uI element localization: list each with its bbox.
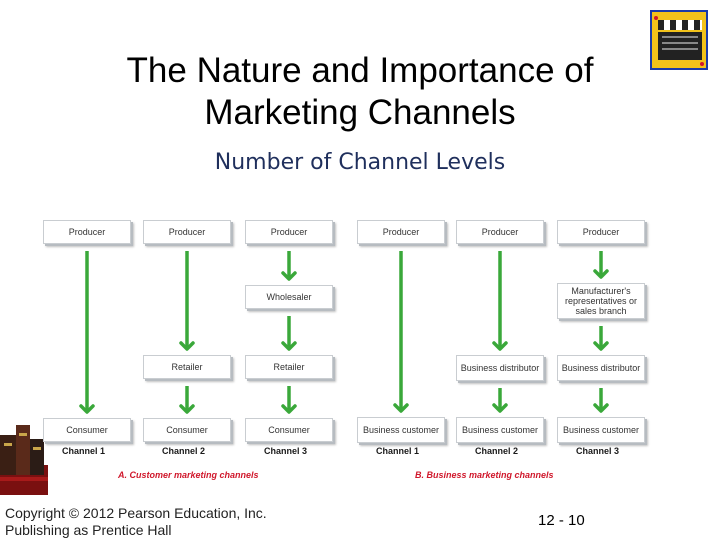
- channel-arrow-head: [593, 269, 609, 279]
- channel-box: Wholesaler: [245, 285, 333, 309]
- channel-box: Business customer: [557, 417, 645, 443]
- channel-box: Business customer: [357, 417, 445, 443]
- slide-title-line-1: The Nature and Importance of: [126, 51, 594, 90]
- copyright-line-2: Publishing as Prentice Hall: [5, 522, 172, 538]
- books-icon: [0, 425, 48, 495]
- channel-label: Channel 2: [162, 446, 206, 456]
- channel-arrow-head: [492, 341, 508, 351]
- page-number: 12 - 10: [538, 512, 585, 529]
- channel-box: Producer: [143, 220, 231, 244]
- channel-box: Producer: [245, 220, 333, 244]
- channel-arrow-head: [492, 403, 508, 413]
- channel-arrow-head: [79, 404, 95, 414]
- slide-title: The Nature and Importance of Marketing C…: [60, 50, 660, 134]
- channel-box: Business customer: [456, 417, 544, 443]
- channel-arrow-head: [393, 403, 409, 413]
- slide-title-line-2: Marketing Channels: [204, 93, 516, 132]
- channel-box: Business distributor: [456, 355, 544, 381]
- channel-arrow-head: [593, 341, 609, 351]
- channel-box: Retailer: [143, 355, 231, 379]
- channel-box: Producer: [43, 220, 131, 244]
- channel-box: Producer: [456, 220, 544, 244]
- channel-label: Channel 1: [62, 446, 106, 456]
- channel-box: Business distributor: [557, 355, 645, 381]
- consumer-section-label: A. Customer marketing channels: [118, 470, 259, 480]
- copyright-line-1: Copyright © 2012 Pearson Education, Inc.: [5, 505, 267, 521]
- channel-label: Channel 3: [264, 446, 308, 456]
- channel-arrow-head: [281, 271, 297, 281]
- channel-arrow-head: [179, 404, 195, 414]
- channel-box: Manufacturer's representatives or sales …: [557, 283, 645, 319]
- channel-box: Producer: [557, 220, 645, 244]
- channel-arrow-head: [179, 341, 195, 351]
- channel-label: Channel 2: [475, 446, 519, 456]
- channel-box: Consumer: [245, 418, 333, 442]
- channel-arrow-head: [281, 404, 297, 414]
- slide-subtitle: Number of Channel Levels: [214, 150, 506, 175]
- channel-box: Producer: [357, 220, 445, 244]
- channel-arrow-head: [281, 341, 297, 351]
- business-section-label: B. Business marketing channels: [415, 470, 554, 480]
- channel-box: Consumer: [143, 418, 231, 442]
- channel-box: Retailer: [245, 355, 333, 379]
- channel-label: Channel 3: [576, 446, 620, 456]
- channel-label: Channel 1: [376, 446, 420, 456]
- channel-arrow-head: [593, 403, 609, 413]
- channel-box: Consumer: [43, 418, 131, 442]
- clapperboard-icon: [650, 10, 708, 70]
- channel-arrows: [79, 251, 609, 414]
- copyright-notice: Copyright © 2012 Pearson Education, Inc.…: [5, 505, 267, 539]
